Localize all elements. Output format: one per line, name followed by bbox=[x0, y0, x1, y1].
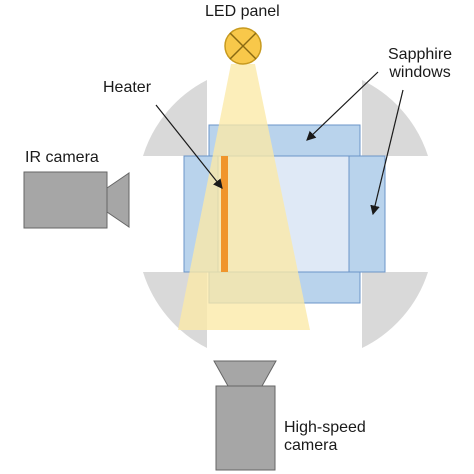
led-panel-icon bbox=[224, 27, 262, 65]
sapphire-label-line2: windows bbox=[389, 64, 451, 82]
led-beam bbox=[178, 64, 310, 330]
sapphire-window-right bbox=[348, 155, 386, 273]
sapphire-label-line1: Sapphire bbox=[388, 46, 453, 63]
led-panel-label: LED panel bbox=[205, 3, 280, 20]
heater-label: Heater bbox=[103, 79, 152, 96]
sapphire-arrow-right bbox=[370, 89, 404, 216]
high-speed-camera-label: High-speed camera bbox=[284, 419, 366, 456]
ir-camera-icon bbox=[23, 171, 130, 229]
heater-strip bbox=[221, 156, 228, 272]
quadrant-bottom-right bbox=[362, 272, 428, 348]
ir-camera-label: IR camera bbox=[25, 149, 99, 166]
quadrant-top-right bbox=[362, 80, 428, 156]
high-speed-camera-icon bbox=[213, 360, 277, 471]
sapphire-windows-label: Sapphire windows bbox=[388, 46, 452, 83]
hs-label-line1: High-speed bbox=[284, 419, 366, 436]
sapphire-arrow-top bbox=[306, 71, 379, 141]
hs-label-line2: camera bbox=[284, 437, 338, 455]
quadrant-top-left bbox=[143, 80, 207, 156]
heater-arrow bbox=[155, 104, 223, 189]
